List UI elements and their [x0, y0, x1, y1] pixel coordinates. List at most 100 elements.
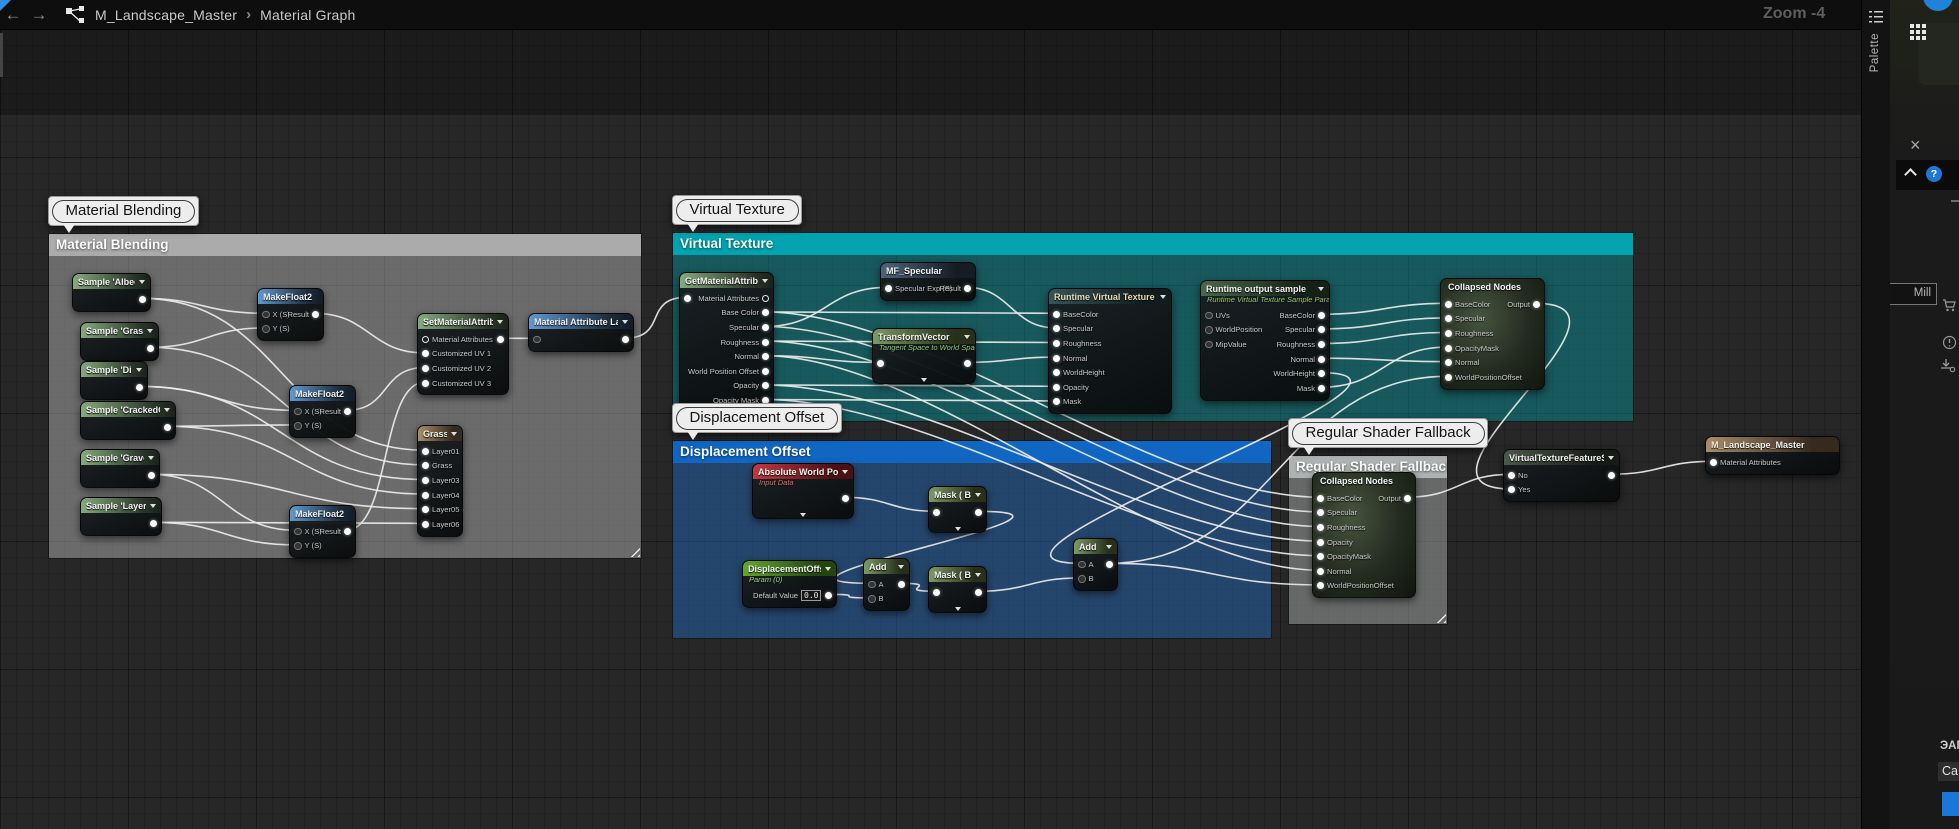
pin-grass[interactable]: Grass [422, 459, 452, 474]
pin-y-s[interactable]: Y (S) [262, 322, 290, 337]
default-value-input[interactable]: 0.0 [801, 589, 822, 601]
pin-normal[interactable]: Normal [1291, 352, 1325, 367]
node-absolute-world-position[interactable]: Absolute World PositionInput Data [752, 463, 854, 519]
pin-output[interactable] [497, 332, 504, 347]
chevron-down-icon[interactable] [825, 566, 831, 571]
pin-base-color[interactable]: Base Color [721, 306, 769, 321]
pin-result[interactable]: Result [319, 524, 351, 539]
pin-output[interactable] [147, 341, 154, 356]
pin-customized-uv-3[interactable]: Customized UV 3 [422, 376, 491, 391]
node-sample-gravel[interactable]: Sample 'Gravel' [80, 449, 160, 488]
pin-worldheight[interactable]: WorldHeight [1273, 366, 1325, 381]
pin-basecolor[interactable]: BaseColor [1445, 297, 1490, 312]
pin-mipvalue[interactable]: MipValue [1205, 337, 1247, 352]
pin-basecolor[interactable]: BaseColor [1053, 307, 1098, 322]
resize-handle[interactable] [1435, 612, 1446, 623]
pin-b[interactable]: B [1078, 572, 1094, 587]
chevron-down-icon[interactable] [762, 278, 768, 283]
chevron-down-icon[interactable] [898, 564, 904, 569]
pin-output[interactable] [975, 585, 982, 600]
chevron-down-icon[interactable] [964, 334, 970, 339]
pin-material-attributes[interactable]: Material Attributes [422, 332, 493, 347]
pin-a[interactable]: A [1078, 557, 1094, 572]
pin-opacitymask[interactable]: OpacityMask [1445, 341, 1499, 356]
pin-layer01[interactable]: Layer01 [422, 444, 459, 459]
pin-input[interactable] [933, 585, 940, 600]
cart-icon[interactable] [1942, 299, 1957, 312]
mill-button[interactable]: Mill [1887, 283, 1937, 305]
chevron-down-icon[interactable] [622, 319, 628, 324]
node-runtime-virtual-texture-output[interactable]: Runtime Virtual Texture OutputBaseColorS… [1048, 288, 1172, 415]
chevron-up-icon[interactable] [1906, 168, 1915, 177]
overlay-accent-bar[interactable] [1942, 792, 1959, 816]
pin-x-s[interactable]: X (S) [294, 524, 322, 539]
pin-specular[interactable]: Specular [1317, 506, 1357, 521]
node-mask-b[interactable]: Mask ( B ) [928, 566, 987, 613]
chevron-down-icon[interactable] [497, 319, 503, 324]
pin-yes[interactable]: Yes [1508, 483, 1530, 498]
pin-y-s[interactable]: Y (S) [294, 539, 322, 554]
pin-world-position-offset[interactable]: World Position Offset [688, 364, 769, 379]
pin-specular[interactable]: Specular [1053, 322, 1093, 337]
help-icon[interactable]: ? [1926, 166, 1942, 182]
node-sample-albedo[interactable]: Sample 'Albedo' [72, 273, 151, 312]
pin-output[interactable] [148, 468, 155, 483]
pin-normal[interactable]: Normal [1053, 351, 1087, 366]
comment-header[interactable]: Displacement Offset [673, 441, 1271, 463]
grid-apps-icon[interactable] [1910, 24, 1914, 28]
pin-b[interactable]: B [868, 592, 884, 607]
pin-output[interactable] [825, 588, 832, 603]
pin-worldpositionoffset[interactable]: WorldPositionOffset [1317, 579, 1394, 594]
close-icon[interactable]: × [1910, 135, 1921, 155]
node-sample-crackedclay[interactable]: Sample 'CrackedClay' [80, 401, 176, 440]
chevron-down-icon[interactable] [975, 572, 981, 577]
pin-output[interactable] [842, 491, 849, 506]
comment-header[interactable]: Material Blending [49, 234, 641, 256]
apps-tile[interactable] [1918, 23, 1959, 85]
pin-normal[interactable]: Normal [1445, 355, 1479, 370]
chevron-down-icon[interactable] [139, 279, 145, 284]
node-sample-layer06[interactable]: Sample 'Layer06' [80, 497, 162, 536]
chevron-down-icon[interactable] [164, 407, 170, 412]
chevron-down-icon[interactable] [1608, 455, 1614, 460]
pin-basecolor[interactable]: BaseColor [1280, 308, 1325, 323]
pin-roughness[interactable]: Roughness [721, 335, 769, 350]
pin-customized-uv-1[interactable]: Customized UV 1 [422, 347, 491, 362]
forward-arrow-icon[interactable]: → [30, 4, 48, 24]
chevron-down-icon[interactable] [921, 377, 927, 382]
chevron-down-icon[interactable] [451, 431, 457, 436]
pin-opacity[interactable]: Opacity [1053, 380, 1089, 395]
pin-output[interactable] [139, 292, 146, 307]
pin-layer05[interactable]: Layer05 [422, 502, 459, 517]
pin-roughness[interactable]: Roughness [1277, 337, 1325, 352]
pin-output[interactable] [975, 505, 982, 520]
pin-worldpositionoffset[interactable]: WorldPositionOffset [1445, 370, 1522, 385]
pin-normal[interactable]: Normal [1317, 564, 1351, 579]
pin-input[interactable] [533, 332, 541, 347]
pin-output[interactable] [898, 577, 905, 592]
download-settings-icon[interactable] [1940, 358, 1956, 373]
comment-header[interactable]: Virtual Texture [673, 233, 1633, 255]
node-getmaterialattributes[interactable]: GetMaterialAttributesMaterial Attributes… [679, 272, 774, 413]
chevron-down-icon[interactable] [1318, 286, 1324, 291]
pin-specular-exp-s[interactable]: Specular Exp (S) [885, 281, 952, 296]
pin-opacitymask[interactable]: OpacityMask [1317, 549, 1371, 564]
pin-opacity[interactable]: Opacity [1317, 535, 1353, 550]
pin-result[interactable]: Result [319, 404, 351, 419]
list-icon[interactable] [1869, 11, 1883, 23]
chevron-down-icon[interactable] [148, 455, 154, 460]
pin-no[interactable]: No [1508, 468, 1528, 483]
pin-output[interactable] [150, 516, 157, 531]
pin-output[interactable] [1106, 557, 1113, 572]
breadcrumb-root[interactable]: M_Landscape_Master [95, 6, 238, 23]
chevron-down-icon[interactable] [150, 503, 156, 508]
pin-uvs[interactable]: UVs [1205, 308, 1230, 323]
pin-input[interactable] [684, 291, 691, 306]
node-setmaterialattributes[interactable]: SetMaterialAttributesMaterial Attributes… [417, 313, 509, 396]
